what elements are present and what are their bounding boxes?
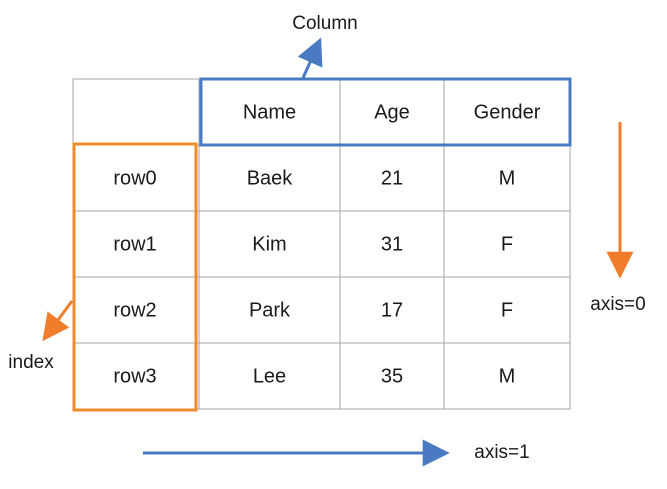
table-cell-name: Lee [253,365,286,387]
column-header-age: Age [374,101,410,123]
table-row: row1 Kim 31 F [113,233,513,255]
table-cell-gender: F [501,233,513,255]
column-callout-arrow [297,37,323,79]
axis1-label: axis=1 [474,442,529,463]
table-row: row3 Lee 35 M [113,365,515,387]
column-header-gender: Gender [474,101,541,123]
table-row: row2 Park 17 F [113,299,513,321]
column-highlight-box [199,77,572,147]
index-callout-arrow [42,300,74,342]
row-index-label: row0 [113,167,156,189]
table-cell-age: 17 [381,299,403,321]
table-cell-gender: M [499,365,516,387]
column-header-row: Name Age Gender [243,101,541,123]
index-highlight-box [72,142,198,412]
row-index-label: row3 [113,365,156,387]
index-label: index [8,352,54,373]
column-header-name: Name [243,101,296,123]
table-cell-age: 21 [381,167,403,189]
axis0-label: axis=0 [590,294,645,315]
table-cell-name: Park [249,299,291,321]
table-cell-gender: F [501,299,513,321]
row-index-label: row2 [113,299,156,321]
table-cell-age: 31 [381,233,403,255]
column-label: Column [292,13,357,34]
table-row: row0 Baek 21 M [113,167,515,189]
row-index-label: row1 [113,233,156,255]
table-cell-name: Kim [252,233,286,255]
table-cell-name: Baek [247,167,294,189]
table-cell-age: 35 [381,365,403,387]
table-cell-gender: M [499,167,516,189]
